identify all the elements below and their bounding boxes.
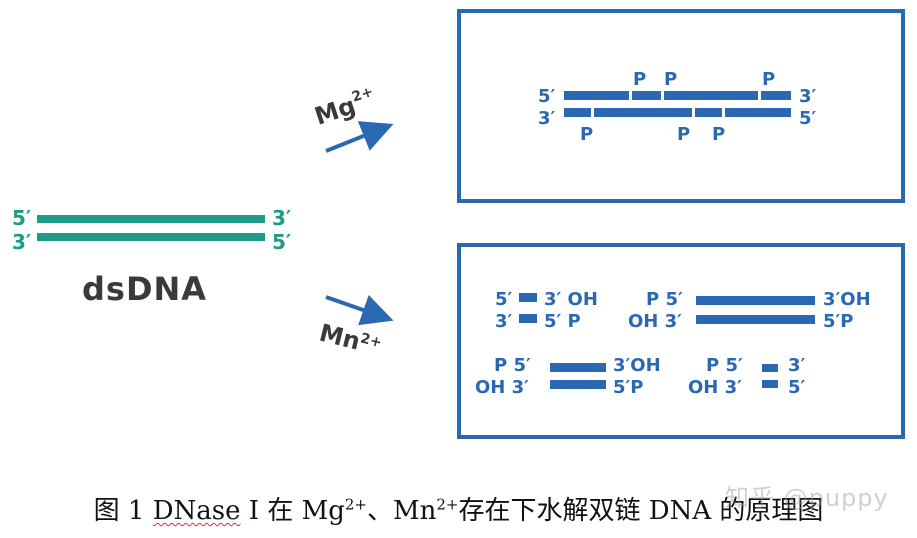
mn-f3-bl: OH 3′ [475, 377, 529, 398]
watermark: 知乎 @puppy [725, 484, 889, 512]
substrate-top-left-label: 5′ [12, 206, 31, 230]
mn-f3-bottom-strand [550, 380, 606, 389]
mn-f3-br: 5′P [613, 377, 643, 398]
caption-sup1: 2+ [344, 495, 367, 514]
mn-f1-top-strand [519, 293, 537, 302]
mn-arrow [325, 294, 394, 326]
mn-f3-tl: P 5′ [494, 355, 531, 376]
substrate-top-right-label: 3′ [272, 206, 291, 230]
mn-f1-bottom-strand [519, 314, 537, 323]
mn-f2-tl: P 5′ [646, 289, 683, 310]
mn-f2-tr: 3′OH [823, 289, 871, 310]
mn-f1-tl: 5′ [495, 289, 513, 310]
mg-top-segment [761, 91, 791, 100]
mg-bottom-phosphate: P [580, 124, 593, 145]
mg-top-left-label: 5′ [538, 86, 556, 107]
mn-f3-tr: 3′OH [613, 355, 661, 376]
mg-bottom-segment [564, 108, 591, 117]
substrate-bottom-right-label: 5′ [272, 230, 291, 254]
substrate-dsdna: 5′ 3′ 3′ 5′ dsDNA [12, 206, 291, 308]
mn-f4-top-strand [762, 364, 778, 372]
mg-bottom-segment [695, 108, 722, 117]
mn-f4-bottom-strand [762, 380, 778, 388]
mg-bottom-phosphate: P [677, 124, 690, 145]
mn-f1-tr: 3′ OH [544, 289, 598, 310]
mn-f1-br: 5′ P [544, 311, 581, 332]
mg-bottom-phosphate: P [712, 124, 725, 145]
mg-bottom-left-label: 3′ [538, 108, 556, 129]
mg-top-segment [632, 91, 661, 100]
mg-top-phosphate: P [664, 69, 677, 90]
mn-f3-top-strand [550, 363, 606, 372]
mg-top-phosphate: P [762, 69, 775, 90]
mg-arrow [325, 121, 394, 153]
mg-bottom-segment [725, 108, 791, 117]
substrate-bottom-left-label: 3′ [12, 230, 31, 254]
mn-fragment-3: P 5′ OH 3′ 3′OH 5′P [475, 355, 661, 398]
mn-fragment-4: P 5′ OH 3′ 3′ 5′ [688, 355, 806, 398]
mn-f4-bl: OH 3′ [688, 377, 742, 398]
mn-f2-bl: OH 3′ [628, 311, 682, 332]
substrate-bottom-strand [37, 233, 265, 241]
substrate-name: dsDNA [82, 270, 207, 308]
mg-bottom-right-label: 5′ [799, 108, 817, 129]
mn-fragment-2: P 5′ OH 3′ 3′OH 5′P [628, 289, 871, 332]
figure-caption: 图 1 DNase I 在 Mg2+、Mn2+存在下水解双链 DNA 的原理图 [0, 490, 917, 527]
caption-mid2: 、Mn [366, 496, 437, 526]
mg-bottom-segment [594, 108, 692, 117]
mn-f4-br: 5′ [788, 377, 806, 398]
mg-top-right-label: 3′ [799, 86, 817, 107]
mn-f4-tl: P 5′ [706, 355, 743, 376]
substrate-top-strand [37, 215, 265, 223]
mn-f4-tr: 3′ [788, 355, 806, 376]
mg-top-phosphate: P [633, 69, 646, 90]
caption-mid1: I 在 Mg [240, 496, 345, 526]
mg-top-segment [664, 91, 758, 100]
mn-label: Mn2+ [317, 319, 384, 361]
mn-product-box: 5′ 3′ 3′ OH 5′ P P 5′ OH 3′ 3′OH 5′P P 5… [457, 243, 905, 439]
caption-prefix: 图 1 [93, 496, 153, 526]
mn-f2-bottom-strand [696, 315, 815, 324]
caption-suffix: 存在下水解双链 DNA 的原理图 [458, 496, 824, 526]
mn-fragment-1: 5′ 3′ 3′ OH 5′ P [495, 289, 598, 332]
mn-arrow-group: Mn2+ [317, 294, 394, 361]
mn-f1-bl: 3′ [495, 311, 513, 332]
mg-product-box: 5′ 3′ 3′ 5′ P P P P P P [457, 9, 905, 203]
mg-top-segment [564, 91, 629, 100]
caption-sup2: 2+ [436, 495, 459, 514]
mn-f2-top-strand [696, 296, 815, 305]
mg-arrow-group: Mg2+ [311, 84, 394, 153]
mn-f2-br: 5′P [823, 311, 853, 332]
caption-dnase: DNase [152, 496, 241, 526]
mg-box-frame [457, 9, 905, 203]
mg-label: Mg2+ [311, 84, 379, 131]
mn-box-frame [457, 243, 905, 439]
